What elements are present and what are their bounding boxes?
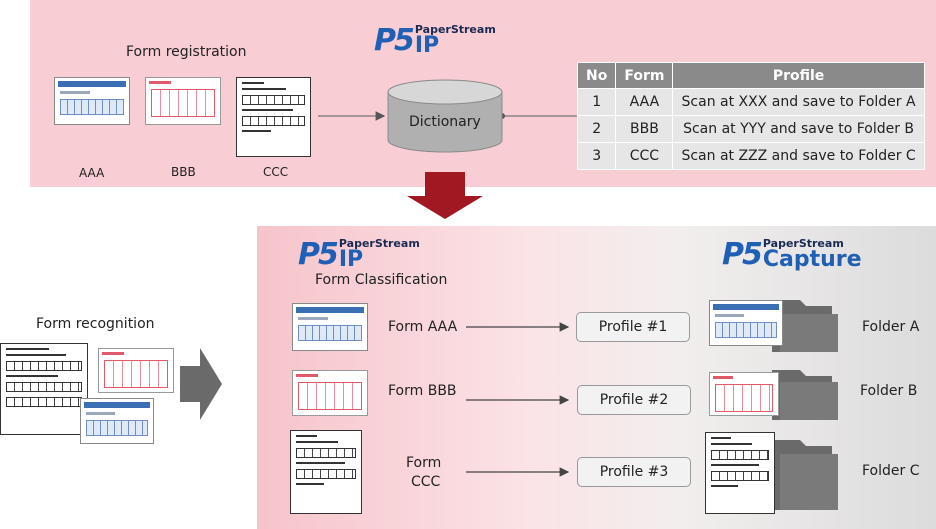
scanned-form-ccc (0, 343, 88, 435)
classified-form-bbb (292, 370, 368, 416)
profile-box-2: Profile #2 (577, 385, 691, 415)
ps-mark-icon: P5 (722, 237, 763, 272)
cell-profile: Scan at YYY and save to Folder B (672, 115, 925, 143)
profile-2-label: Profile #2 (599, 392, 669, 408)
profile-box-1: Profile #1 (576, 312, 690, 342)
folder-b-form (709, 372, 779, 416)
paperstream-ip-logo-bottom: P5 PaperStream IP (298, 237, 420, 272)
scanned-form-bbb (98, 348, 174, 393)
form-aaa-label: Form AAA (388, 319, 458, 335)
dictionary-label: Dictionary (409, 114, 481, 130)
logo-ip-text: IP (338, 247, 364, 272)
form-ccc-thumbnail (236, 77, 311, 157)
logo-paperstream-text: PaperStream (338, 237, 420, 250)
form-ccc-label-line1: Form (406, 455, 442, 471)
cell-form: BBB (615, 115, 674, 143)
scanned-form-aaa (80, 398, 154, 444)
profile-table: No Form Profile 1 AAA Scan at XXX and sa… (576, 62, 925, 170)
ps-mark-icon: P5 (298, 237, 339, 272)
table-row: 2 BBB Scan at YYY and save to Folder B (576, 115, 925, 143)
form-label-bbb: BBB (171, 165, 196, 179)
folder-c-icon (772, 440, 838, 510)
folder-b-label: Folder B (860, 383, 918, 399)
profile-1-label: Profile #1 (598, 319, 668, 335)
folder-c-label: Folder C (862, 463, 920, 479)
right-arrow-icon (180, 348, 222, 420)
table-row: 3 CCC Scan at ZZZ and save to Folder C (576, 142, 925, 170)
profile-box-3: Profile #3 (577, 457, 691, 487)
profile-3-label: Profile #3 (599, 464, 669, 480)
folder-a-form (709, 300, 783, 346)
form-label-aaa: AAA (79, 166, 105, 180)
form-recognition-title: Form recognition (36, 316, 155, 332)
classified-form-ccc (290, 430, 362, 514)
header-form: Form (615, 62, 674, 89)
cell-no: 3 (576, 142, 617, 170)
paperstream-ip-logo: P5 PaperStream IP (374, 23, 496, 58)
dictionary-cylinder-icon (387, 79, 503, 153)
form-label-ccc: CCC (263, 165, 289, 179)
folder-b-icon (772, 370, 838, 420)
logo-paperstream-text: PaperStream (762, 237, 844, 250)
cell-profile: Scan at ZZZ and save to Folder C (672, 142, 925, 170)
cell-form: AAA (615, 88, 674, 116)
logo-paperstream-text: PaperStream (414, 23, 496, 36)
folder-c-form (705, 432, 775, 514)
cell-no: 1 (576, 88, 617, 116)
folder-a-icon (772, 300, 838, 352)
header-profile: Profile (672, 62, 925, 89)
logo-capture-text: Capture (762, 247, 862, 272)
paperstream-capture-logo: P5 PaperStream Capture (722, 237, 862, 272)
form-ccc-label-line2: CCC (411, 474, 441, 490)
header-no: No (576, 62, 617, 89)
form-aaa-thumbnail (54, 77, 130, 125)
form-classification-title: Form Classification (315, 272, 448, 288)
logo-ip-text: IP (414, 33, 440, 58)
classified-form-aaa (292, 303, 368, 351)
ps-mark-icon: P5 (374, 23, 415, 58)
cell-form: CCC (615, 142, 674, 170)
form-registration-title: Form registration (126, 44, 247, 60)
folder-a-label: Folder A (862, 319, 920, 335)
form-bbb-thumbnail (145, 77, 221, 125)
down-arrow-icon (407, 172, 483, 219)
form-bbb-label: Form BBB (388, 383, 457, 399)
cell-no: 2 (576, 115, 617, 143)
